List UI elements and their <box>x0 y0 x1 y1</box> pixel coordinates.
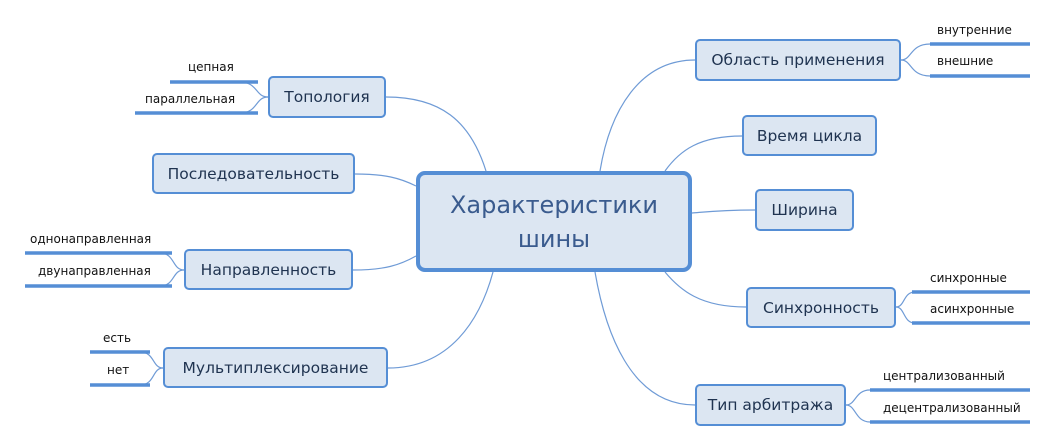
topic-cycle-time[interactable]: Время цикла <box>742 115 877 156</box>
subtopic-decentralized[interactable]: децентрализованный <box>883 401 1021 415</box>
subtopic-yes[interactable]: есть <box>103 331 132 345</box>
central-topic-line2: шины <box>517 224 591 253</box>
central-topic[interactable]: Характеристики шины <box>416 171 692 272</box>
topic-multiplexing[interactable]: Мультиплексирование <box>163 347 388 388</box>
central-topic-line1: Характеристики <box>449 190 659 219</box>
subtopic-asynchronous[interactable]: асинхронные <box>930 302 1015 316</box>
subtopic-parallel[interactable]: параллельная <box>145 92 236 106</box>
topic-width[interactable]: Ширина <box>755 189 854 231</box>
subtopic-internal[interactable]: внутренние <box>937 23 1012 37</box>
topic-sequence[interactable]: Последовательность <box>152 153 355 194</box>
subtopic-external[interactable]: внешние <box>937 54 994 68</box>
topic-topology[interactable]: Топология <box>268 76 386 118</box>
subtopic-unidirectional[interactable]: однонаправленная <box>30 232 152 246</box>
subtopic-no[interactable]: нет <box>107 363 130 377</box>
topic-arbitration-type[interactable]: Тип арбитража <box>695 384 846 426</box>
topic-synchronicity[interactable]: Синхронность <box>746 287 896 328</box>
subtopic-bidirectional[interactable]: двунаправленная <box>38 264 151 278</box>
subtopic-centralized[interactable]: централизованный <box>883 369 1005 383</box>
subtopic-chain[interactable]: цепная <box>188 60 234 74</box>
topic-application-area[interactable]: Область применения <box>695 39 901 81</box>
topic-direction[interactable]: Направленность <box>184 249 353 290</box>
subtopic-synchronous[interactable]: синхронные <box>930 271 1007 285</box>
